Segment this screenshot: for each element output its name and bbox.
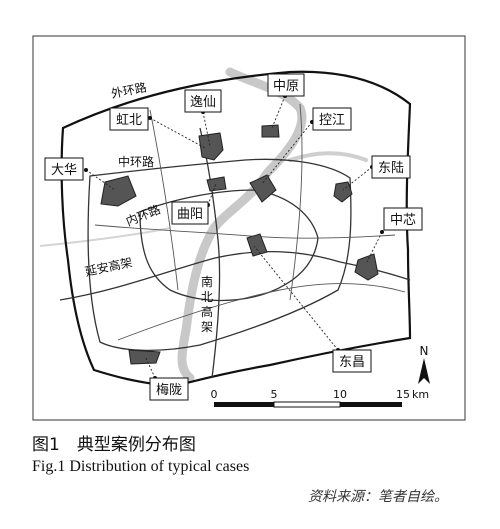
scale-tick-0: 0 <box>211 388 218 401</box>
minor-road <box>94 224 396 239</box>
label-kongjiang: 控江 <box>312 107 352 131</box>
label-yixian: 逸仙 <box>184 89 222 113</box>
river-branch <box>288 151 368 162</box>
case-area-zhongyuan <box>261 124 280 138</box>
outer-ring-road <box>60 70 412 388</box>
map: 逸仙 中原 虹北 控江 大华 东陆 曲阳 中芯 东昌 梅陇 外环路 中环路 内环… <box>32 35 466 421</box>
case-area-donglu <box>333 181 353 203</box>
scale-unit: km <box>412 388 429 401</box>
figure-caption-en: Fig.1 Distribution of typical cases <box>32 458 250 475</box>
label-meilong: 梅陇 <box>149 377 189 401</box>
label-meilong-text: 梅陇 <box>156 383 182 398</box>
scale-segment-2 <box>273 401 341 408</box>
scale-tick-10: 10 <box>333 388 347 401</box>
label-donglu-text: 东陆 <box>378 160 404 176</box>
label-quyang: 曲阳 <box>171 201 209 225</box>
scale-tick-15: 15 <box>396 388 410 401</box>
ns-elevated-char-2: 北 <box>201 290 213 304</box>
label-dahua: 大华 <box>44 157 84 181</box>
middle-ring-road <box>87 158 352 351</box>
label-dongchang-text: 东昌 <box>339 355 365 370</box>
minor-road <box>149 109 179 291</box>
middle-ring-label: 中环路 <box>118 154 154 169</box>
case-area-zhongxin <box>354 253 379 281</box>
leader-dot <box>84 168 88 172</box>
label-zhongyuan: 中原 <box>267 73 305 97</box>
label-zhongxin-text: 中芯 <box>390 213 416 228</box>
river-creek <box>39 227 171 247</box>
leader-dot <box>148 116 152 120</box>
label-yixian-text: 逸仙 <box>190 95 216 110</box>
scale-segment-1 <box>214 402 274 407</box>
north-south-elevated-road <box>199 127 221 379</box>
ns-elevated-char-3: 高 <box>201 304 213 319</box>
leader-yixian <box>202 111 211 147</box>
scale-bar: 0 5 10 15 km <box>211 388 429 408</box>
case-area-yixian <box>198 132 224 161</box>
scale-tick-5: 5 <box>271 388 278 401</box>
inner-ring-road <box>139 189 319 302</box>
label-donglu: 东陆 <box>371 155 411 179</box>
scale-segment-3 <box>340 402 402 407</box>
north-arrow-letter: N <box>420 344 429 358</box>
case-area-meilong <box>128 349 161 365</box>
leader-zhongxin <box>366 231 383 263</box>
label-quyang-text: 曲阳 <box>177 207 203 222</box>
figure-source: 资料来源：笔者自绘。 <box>308 489 448 505</box>
label-zhongyuan-text: 中原 <box>273 79 299 94</box>
leader-zhongyuan <box>271 95 286 129</box>
ns-elevated-char-4: 架 <box>201 320 213 334</box>
label-dongchang: 东昌 <box>332 349 372 373</box>
case-area-dahua <box>100 175 137 207</box>
minor-road <box>289 103 303 301</box>
case-area-kongjiang <box>249 174 277 203</box>
label-zhongxin: 中芯 <box>383 207 423 231</box>
case-area-quyang <box>206 176 227 192</box>
leader-dot <box>380 230 384 234</box>
minor-road <box>117 283 406 341</box>
ns-elevated-char-1: 南 <box>201 274 213 289</box>
label-hongbei-text: 虹北 <box>116 113 142 128</box>
leader-hongbei <box>149 117 206 149</box>
label-hongbei: 虹北 <box>109 107 149 131</box>
river <box>177 67 307 383</box>
case-area-dongchang <box>246 233 268 257</box>
label-kongjiang-text: 控江 <box>319 113 345 128</box>
north-arrow-icon: N <box>418 344 430 384</box>
leader-dahua <box>85 169 116 191</box>
figure-caption-cn: 图1 典型案例分布图 <box>32 435 196 455</box>
label-dahua-text: 大华 <box>51 163 77 178</box>
leader-kongjiang <box>261 121 313 185</box>
outer-ring-label: 外环路 <box>110 79 148 101</box>
